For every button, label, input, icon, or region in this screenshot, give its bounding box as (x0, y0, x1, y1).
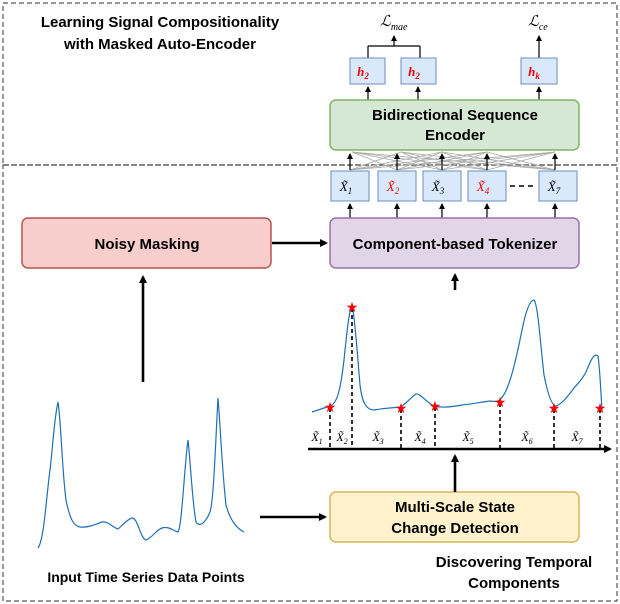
encoder-output-arrows (365, 86, 542, 100)
svg-text:★: ★ (429, 399, 442, 415)
svg-text:X̃4: X̃4 (476, 179, 490, 196)
ce-loss-label: ℒce (528, 14, 548, 33)
bidirectional-sequence-encoder: Bidirectional Sequence Encoder (329, 99, 580, 151)
attention-connections (349, 151, 556, 171)
svg-text:h2: h2 (357, 64, 369, 81)
segment-label-x4: X̃4 (413, 430, 425, 446)
multi-scale-state-change-detection: Multi-Scale State Change Detection (329, 491, 580, 543)
svg-text:Multi-Scale State: Multi-Scale State (395, 499, 515, 516)
segment-label-x3: X̃3 (371, 430, 383, 446)
bottom-caption-line1: Discovering Temporal (436, 554, 592, 571)
svg-text:★: ★ (594, 401, 607, 417)
svg-text:Bidirectional Sequence: Bidirectional Sequence (372, 107, 538, 124)
component-based-tokenizer: Component-based Tokenizer (329, 217, 580, 269)
segment-labels: X̃1 X̃2 X̃3 X̃4 X̃5 X̃6 X̃7 (310, 430, 583, 446)
token-x3: X̃3 (422, 170, 462, 202)
svg-text:★: ★ (494, 395, 507, 411)
svg-text:★: ★ (548, 401, 561, 417)
token-x1: X̃1 (330, 170, 370, 202)
svg-text:Encoder: Encoder (425, 127, 485, 144)
segment-label-x7: X̃7 (570, 430, 583, 446)
segment-label-x6: X̃6 (520, 430, 532, 446)
input-caption: Input Time Series Data Points (47, 569, 245, 585)
svg-text:X̃1: X̃1 (339, 179, 352, 196)
svg-text:Noisy Masking: Noisy Masking (94, 236, 199, 253)
svg-text:h2: h2 (408, 64, 420, 81)
svg-text:X̃3: X̃3 (431, 179, 445, 196)
bottom-panel-border (2, 164, 618, 602)
change-point-boundaries (329, 308, 601, 448)
svg-text:Component-based Tokenizer: Component-based Tokenizer (353, 236, 558, 253)
segment-label-x1: X̃1 (310, 430, 322, 446)
mae-loss-label: ℒmae (380, 14, 408, 33)
svg-text:★: ★ (395, 401, 408, 417)
top-title-line2: with Masked Auto-Encoder (63, 36, 256, 53)
hidden-output-h2-b: h2 (400, 57, 437, 85)
segment-label-x5: X̃5 (461, 430, 473, 446)
tokenizer-output-arrows (347, 203, 558, 218)
token-x4: X̃4 (467, 170, 507, 202)
svg-text:X̃7: X̃7 (547, 179, 561, 196)
mae-branch-connector (367, 35, 421, 58)
svg-text:X̃2: X̃2 (386, 179, 400, 196)
segmented-time-series-signal (311, 299, 603, 413)
token-to-encoder-arrows (347, 153, 558, 170)
token-x7: X̃7 (538, 170, 578, 202)
svg-text:★: ★ (346, 300, 359, 316)
svg-text:hk: hk (528, 64, 540, 81)
hidden-output-hk: hk (520, 57, 558, 85)
segment-label-x2: X̃2 (335, 430, 347, 446)
hidden-output-h2-a: h2 (349, 57, 386, 85)
bottom-caption-line2: Components (468, 575, 560, 592)
svg-text:★: ★ (324, 400, 337, 416)
svg-text:Change Detection: Change Detection (391, 520, 519, 537)
input-time-series-signal (37, 397, 245, 549)
token-x2: X̃2 (377, 170, 417, 202)
top-title-line1: Learning Signal Compositionality (41, 14, 280, 31)
change-point-markers: ★ ★ ★ ★ ★ ★ ★ (324, 300, 607, 417)
noisy-masking: Noisy Masking (21, 217, 272, 269)
